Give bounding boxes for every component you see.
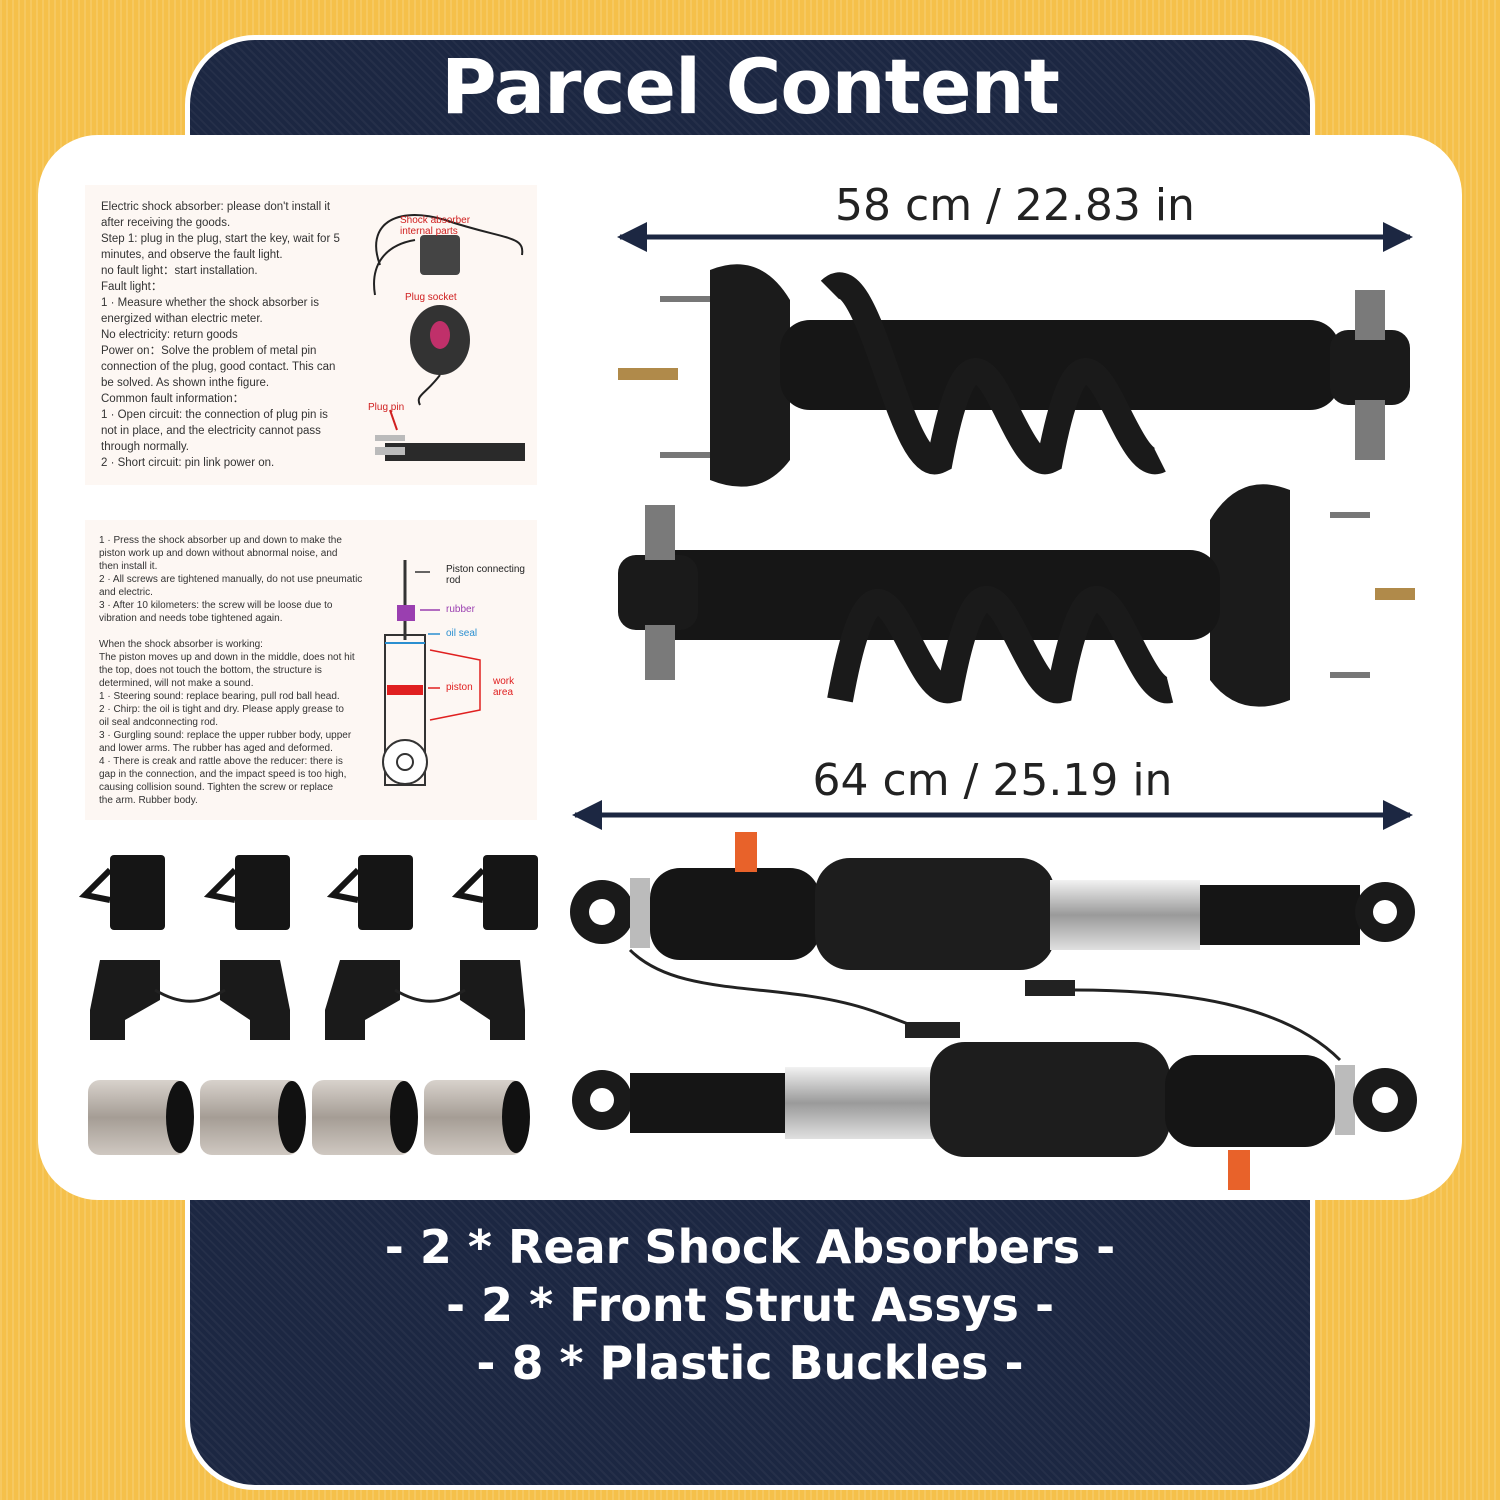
instruction-line: vibration and needs tobe tightened again… [99,613,283,624]
instruction-line: gap in the connection, and the impact sp… [99,769,347,780]
rear-shock-2 [572,980,1417,1190]
instruction-line: 1 · Open circuit: the connection of plug… [101,409,328,421]
instruction-line: minutes, and observe the fault light. [101,249,283,261]
instruction-line: Step 1: plug in the plug, start the key,… [101,233,340,245]
content-item-buckles: - 8 * Plastic Buckles - [476,1336,1024,1390]
sensor-connectors [90,960,525,1040]
shock-diagram [382,560,481,786]
instruction-line: and electric. [99,587,153,598]
instruction-line: oil seal andconnecting rod. [99,717,218,728]
front-strut-1 [618,264,1410,487]
page-title: Parcel Content [441,42,1060,131]
plastic-buckles [78,855,538,930]
instruction-line: the top, does not touch the bottom, the … [99,665,322,676]
instruction-line: Common fault information： [101,393,245,405]
instruction-line: be solved. As shown inthe figure. [101,377,270,389]
content-item-front-struts: - 2 * Front Strut Assys - [445,1278,1055,1332]
instruction-line: the arm. Rubber body. [99,795,198,806]
instruction-line: 1 · Steering sound: replace bearing, pul… [99,691,340,702]
instruction-line: not in place, and the electricity cannot… [101,425,321,437]
instruction-line: 3 · After 10 kilometers: the screw will … [99,600,333,611]
instruction-line: 2 · Short circuit: pin link power on. [101,457,275,469]
instruction-line: Fault light： [101,281,163,293]
front-strut-2 [618,484,1415,707]
content-item-rear-shocks: - 2 * Rear Shock Absorbers - [384,1220,1116,1274]
label-plug-pin: Plug pin [368,402,405,413]
instruction-line: 1 · Measure whether the shock absorber i… [101,297,319,309]
dimension-rear-shock: 64 cm / 25.19 in [812,755,1173,806]
instruction-line: 2 · Chirp: the oil is tight and dry. Ple… [99,704,344,715]
instruction-line: energized withan electric meter. [101,313,263,325]
instruction-text: 1 · Press the shock absorber up and down… [99,534,389,807]
label-piston-rod: Piston connecting rod [446,564,525,586]
instruction-line: and lower arms. The rubber has aged and … [99,743,333,754]
rear-shock-1 [570,832,1415,1038]
instruction-line: 3 · Gurgling sound: replace the upper ru… [99,730,352,741]
instruction-line: When the shock absorber is working: [99,639,263,650]
label-piston: piston [446,682,473,693]
instruction-line: then install it. [99,561,158,572]
instruction-line: No electricity: return goods [101,329,238,341]
instruction-line: no fault light：start installation. [101,265,258,277]
instruction-line: connection of the plug, good contact. Th… [101,361,336,373]
label-internal-parts: Shock absorber internal parts [400,215,471,237]
instruction-line: The piston moves up and down in the midd… [99,652,355,663]
label-rubber: rubber [446,604,475,615]
instruction-line: 2 · All screws are tightened manually, d… [99,574,363,585]
label-plug-socket: Plug socket [405,292,457,303]
metal-sleeves [88,1080,530,1155]
plug-illustration [373,214,525,461]
instruction-line: after receiving the goods. [101,217,231,229]
instruction-line: causing collision sound. Tighten the scr… [99,782,334,793]
instruction-line: through normally. [101,441,189,453]
instruction-line: 4 · There is creak and rattle above the … [99,756,343,767]
label-oil-seal: oil seal [446,628,478,639]
instruction-line: piston work up and down without abnormal… [99,548,338,559]
parcel-contents-list: - 2 * Rear Shock Absorbers - - 2 * Front… [185,1218,1315,1392]
instruction-sheet-electrical: Electric shock absorber: please don't in… [85,185,537,485]
instruction-line: 1 · Press the shock absorber up and down… [99,535,342,546]
instruction-line: Power on：Solve the problem of metal pin [101,345,317,357]
instruction-text: Electric shock absorber: please don't in… [101,199,371,471]
instruction-line: determined, will not make a sound. [99,678,254,689]
instruction-line: Electric shock absorber: please don't in… [101,201,331,213]
label-work-area: work area [493,676,515,698]
instruction-sheet-mechanical: 1 · Press the shock absorber up and down… [85,520,537,820]
